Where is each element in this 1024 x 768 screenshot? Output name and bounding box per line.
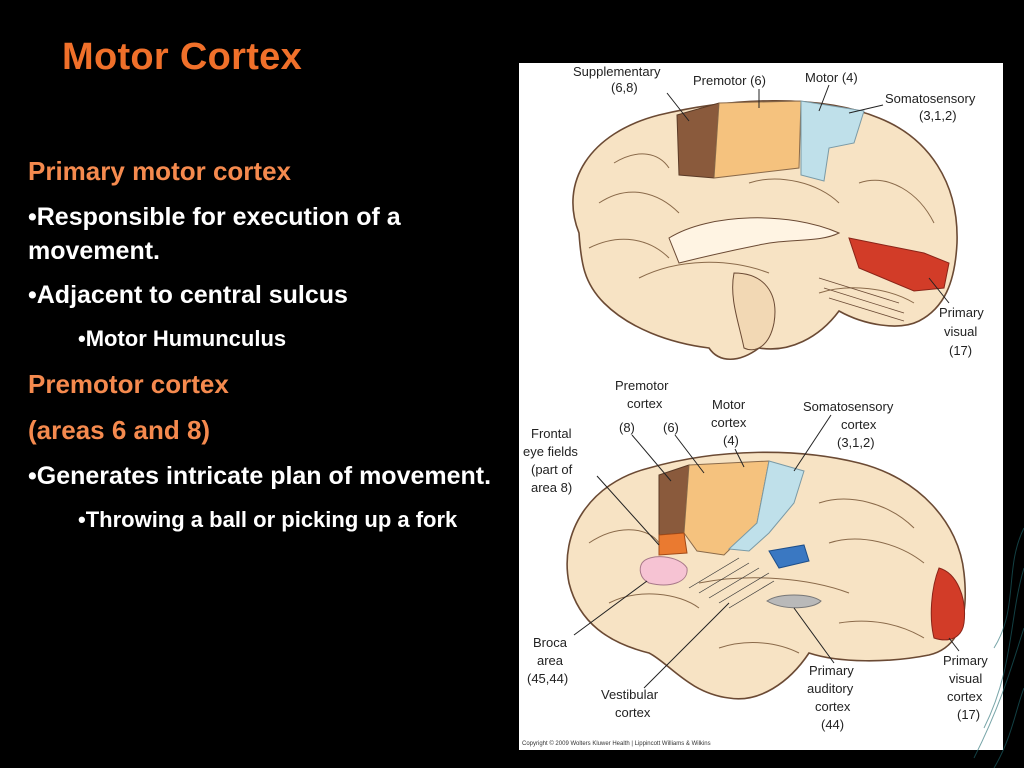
label-vestibular-2: cortex xyxy=(615,705,651,720)
label-visual-bottom-1: Primary xyxy=(943,653,988,668)
medial-brain-view xyxy=(572,99,958,361)
label-visual-top-3: (17) xyxy=(949,343,972,358)
top-leader-lines xyxy=(666,84,950,304)
label-premotor-bottom-3: (8) xyxy=(619,420,635,435)
cerebellum-lines xyxy=(818,277,905,322)
brainstem xyxy=(732,272,776,351)
label-frontal-3: (part of xyxy=(531,462,573,477)
bullet-execution: •Responsible for execution of a movement… xyxy=(28,203,401,265)
lateral-brain-view xyxy=(566,451,967,700)
label-motor-bottom-1: Motor xyxy=(712,397,746,412)
frontal-eye-area xyxy=(658,532,688,556)
subbullet-example: •Throwing a ball or picking up a fork xyxy=(78,507,458,532)
bullet-plan: •Generates intricate plan of movement. xyxy=(28,462,492,490)
label-vestibular-1: Vestibular xyxy=(601,687,659,702)
subbullet-humunculus: •Motor Humunculus xyxy=(78,326,287,351)
label-supplementary-1: Supplementary xyxy=(573,64,661,79)
label-motor-top: Motor (4) xyxy=(805,70,858,85)
background-decoration xyxy=(973,527,1024,768)
broca-area xyxy=(639,556,688,586)
heading-primary-motor: Primary motor cortex xyxy=(28,156,291,186)
label-auditory-1: Primary xyxy=(809,663,854,678)
label-frontal-1: Frontal xyxy=(531,426,572,441)
brain-diagram: Supplementary (6,8) Premotor (6) Motor (… xyxy=(522,64,988,747)
label-motor-bottom-2: cortex xyxy=(711,415,747,430)
somatosensory-blue xyxy=(768,544,810,569)
label-premotor-bottom-4: (6) xyxy=(663,420,679,435)
label-frontal-4: area 8) xyxy=(531,480,572,495)
label-frontal-2: eye fields xyxy=(523,444,578,459)
bottom-labels: Premotor cortex (8) (6) Motor cortex (4)… xyxy=(523,378,988,732)
sylvian-hatching xyxy=(688,557,775,609)
visual-area-bottom xyxy=(930,567,966,641)
label-premotor-top: Premotor (6) xyxy=(693,73,766,88)
label-visual-top-2: visual xyxy=(944,324,977,339)
label-broca-1: Broca xyxy=(533,635,568,650)
premotor-area-top xyxy=(713,100,802,179)
label-premotor-bottom-2: cortex xyxy=(627,396,663,411)
slide-title: Motor Cortex xyxy=(62,36,303,78)
label-broca-3: (45,44) xyxy=(527,671,568,686)
bottom-leader-lines xyxy=(573,414,960,689)
label-visual-top-1: Primary xyxy=(939,305,984,320)
figure-copyright: Copyright © 2009 Wolters Kluwer Health |… xyxy=(522,740,711,747)
heading-areas: (areas 6 and 8) xyxy=(28,415,211,445)
slide-text-body: Primary motor cortex •Responsible for ex… xyxy=(28,154,498,548)
label-somatosensory-top-1: Somatosensory xyxy=(885,91,976,106)
visual-area-top xyxy=(848,237,950,292)
lateral-gyri xyxy=(588,498,925,654)
label-somatosensory-top-2: (3,1,2) xyxy=(919,108,957,123)
label-broca-2: area xyxy=(537,653,564,668)
top-labels: Supplementary (6,8) Premotor (6) Motor (… xyxy=(573,64,984,358)
corpus-callosum xyxy=(668,217,841,264)
heading-premotor: Premotor cortex xyxy=(28,369,229,399)
motor-area-bottom xyxy=(727,460,805,552)
label-somatosensory-bottom-3: (3,1,2) xyxy=(837,435,875,450)
label-auditory-4: (44) xyxy=(821,717,844,732)
label-supplementary-2: (6,8) xyxy=(611,80,638,95)
label-visual-bottom-2: visual xyxy=(949,671,982,686)
label-somatosensory-bottom-2: cortex xyxy=(841,417,877,432)
label-visual-bottom-3: cortex xyxy=(947,689,983,704)
motor-area-top xyxy=(800,100,865,182)
bullet-central-sulcus: •Adjacent to central sulcus xyxy=(28,281,348,309)
label-somatosensory-bottom-1: Somatosensory xyxy=(803,399,894,414)
brain-illustration: Supplementary (6,8) Premotor (6) Motor (… xyxy=(519,63,1003,750)
label-auditory-2: auditory xyxy=(807,681,854,696)
label-premotor-bottom-1: Premotor xyxy=(615,378,669,393)
auditory-area xyxy=(766,594,822,609)
label-motor-bottom-3: (4) xyxy=(723,433,739,448)
label-auditory-3: cortex xyxy=(815,699,851,714)
label-visual-bottom-4: (17) xyxy=(957,707,980,722)
